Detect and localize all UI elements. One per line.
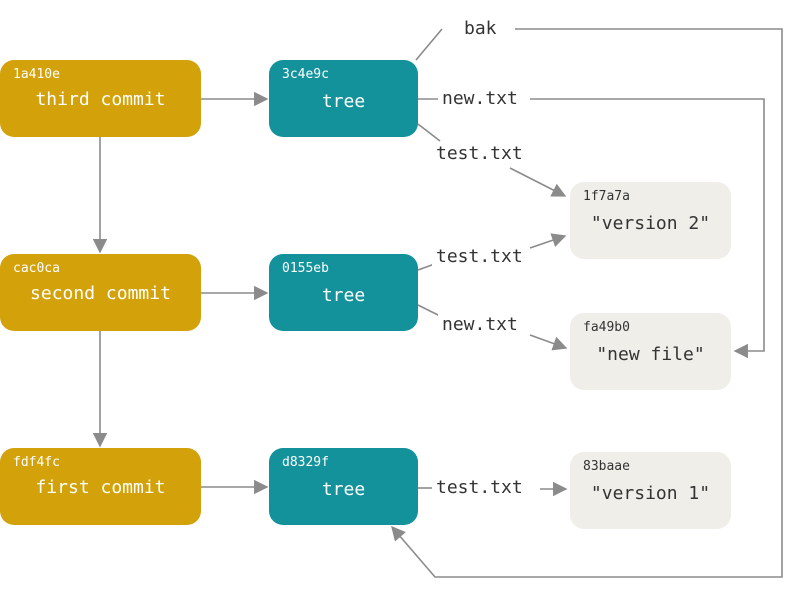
commit-node-third: 1a410e third commit (0, 60, 201, 137)
edge-tree3-new-txt-return (530, 98, 765, 359)
tree-hash: 3c4e9c (282, 67, 329, 82)
edge-label-test-txt: test.txt (432, 246, 527, 268)
blob-hash: 83baae (583, 459, 630, 474)
edge-label-bak: bak (460, 18, 501, 40)
blob-content: "new file" (596, 344, 705, 365)
blob-hash: 1f7a7a (583, 189, 630, 204)
edge-tree2-new-txt-2 (529, 334, 568, 351)
tree-node-3c4e9c: 3c4e9c tree (269, 60, 418, 137)
blob-hash: fa49b0 (583, 320, 630, 335)
edge-tree2-test-txt-2 (529, 233, 567, 249)
edge-label-test-txt: test.txt (432, 143, 527, 165)
commit-message: second commit (30, 283, 171, 304)
blob-content: "version 2" (590, 213, 711, 234)
tree-label: tree (321, 285, 366, 306)
blob-node-83baae: 83baae "version 1" (570, 452, 731, 529)
edge-label-test-txt: test.txt (432, 477, 527, 499)
tree-label: tree (321, 91, 366, 112)
tree-label: tree (321, 479, 366, 500)
tree-hash: d8329f (282, 455, 329, 470)
edge-bak (415, 28, 443, 61)
edge-tree3-test-txt (417, 123, 441, 142)
commit-message: first commit (35, 477, 166, 498)
blob-content: "version 1" (590, 483, 711, 504)
edge-tree3-test-txt-2 (509, 167, 567, 197)
tree-hash: 0155eb (282, 261, 329, 276)
commit-hash: cac0ca (13, 261, 60, 276)
tree-node-d8329f: d8329f tree (269, 448, 418, 525)
commit-message: third commit (35, 89, 166, 110)
commit-hash: 1a410e (13, 67, 60, 82)
commit-hash: fdf4fc (13, 455, 60, 470)
blob-node-1f7a7a: 1f7a7a "version 2" (570, 182, 731, 259)
edge-tree2-new-txt (417, 304, 441, 317)
commit-node-first: fdf4fc first commit (0, 448, 201, 525)
edge-bak-return (391, 28, 783, 578)
commit-node-second: cac0ca second commit (0, 254, 201, 331)
edge-label-new-txt: new.txt (438, 88, 522, 110)
tree-node-0155eb: 0155eb tree (269, 254, 418, 331)
blob-node-fa49b0: fa49b0 "new file" (570, 313, 731, 390)
edge-label-new-txt: new.txt (438, 314, 522, 336)
